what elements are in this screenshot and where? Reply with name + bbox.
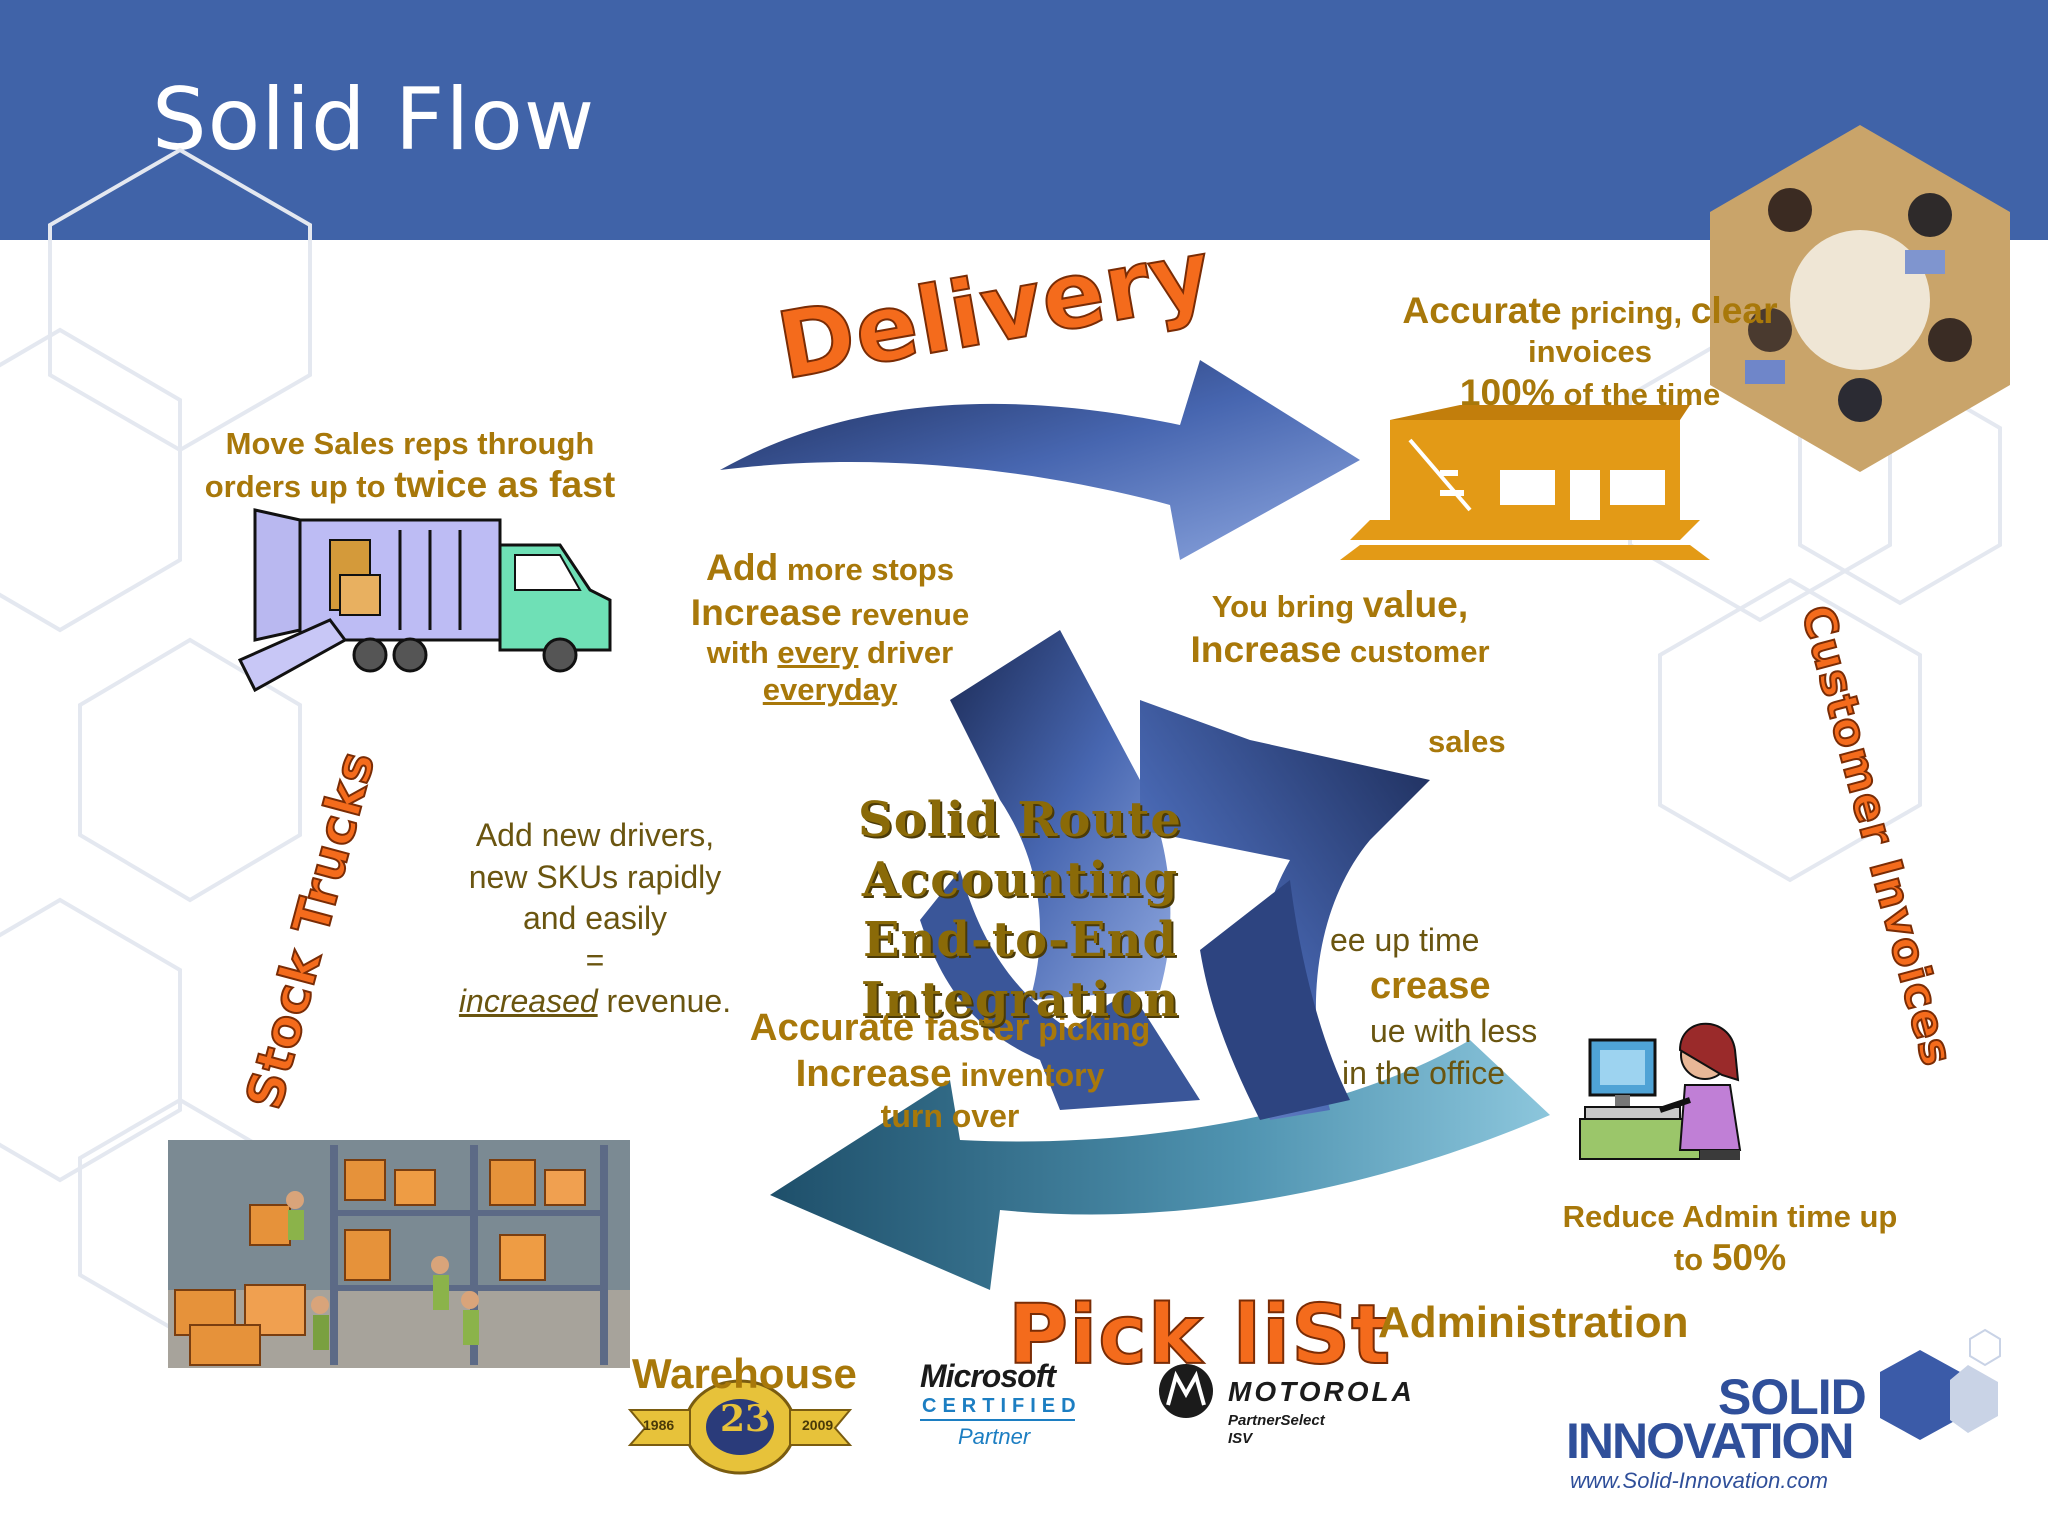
store-illustration bbox=[1340, 405, 1710, 560]
picking-w3: Increase bbox=[795, 1052, 952, 1096]
center-arrow-bottom bbox=[920, 870, 1200, 1110]
more-stops-line1: Add more stops bbox=[650, 545, 1010, 590]
team-photo bbox=[1710, 125, 2010, 472]
solid-innovation-line2: INNOVATION bbox=[1566, 1413, 1854, 1469]
anniversary-seal bbox=[627, 1379, 853, 1475]
slide-title: Solid Flow bbox=[152, 70, 596, 170]
more-stops-text: Add more stops Increase revenue with eve… bbox=[650, 545, 1010, 709]
admin-time-line1: Reduce Admin time up bbox=[1562, 1199, 1898, 1234]
center-title: Solid Route Accounting End-to-End Integr… bbox=[700, 790, 1340, 1030]
value-w1: You bring bbox=[1211, 589, 1363, 624]
center-title-line1: Solid Route Accounting bbox=[858, 792, 1182, 908]
microsoft-certified: CERTIFIED bbox=[922, 1395, 1082, 1417]
free-time-line4: in the office bbox=[1342, 1054, 1506, 1091]
microsoft-name: Microsoft bbox=[920, 1358, 1056, 1394]
more-stops-w7: driver bbox=[858, 635, 954, 671]
anniversary-end-year: 2009 bbox=[802, 1417, 834, 1433]
sales-reps-text: Move Sales reps through orders up to twi… bbox=[150, 425, 670, 507]
picking-line2: Increase inventory bbox=[700, 1051, 1200, 1097]
value-line1: You bring value, bbox=[1150, 582, 1530, 627]
value-w2: value, bbox=[1362, 583, 1469, 625]
pick-list-label: Pick liSt bbox=[1007, 1287, 1392, 1384]
new-drivers-text: Add new drivers, new SKUs rapidly and ea… bbox=[440, 815, 750, 1023]
sales-reps-line1: Move Sales reps through bbox=[225, 426, 595, 461]
title-bar bbox=[0, 0, 2048, 240]
picking-w1: Accurate faster bbox=[749, 1006, 1030, 1049]
administration-label: Administration bbox=[1378, 1298, 1689, 1347]
new-drivers-increased: increased bbox=[458, 983, 598, 1020]
picking-w4: inventory bbox=[951, 1057, 1105, 1094]
warehouse-label: Warehouse bbox=[632, 1350, 857, 1397]
sales-reps-line2: orders up to twice as fast bbox=[150, 462, 670, 507]
free-time-line1: ee up time bbox=[1330, 922, 1480, 958]
picking-text: Accurate faster picking Increase invento… bbox=[700, 1005, 1200, 1136]
more-stops-w4: revenue bbox=[841, 596, 970, 632]
solid-innovation-url[interactable]: www.Solid-Innovation.com bbox=[1570, 1468, 1829, 1493]
value-line2: Increase customer bbox=[1150, 627, 1530, 672]
pricing-line1: Accurate pricing, clear bbox=[1370, 288, 1810, 333]
sales-reps-line2-b: twice as fast bbox=[394, 463, 616, 506]
value-w3: Increase bbox=[1190, 627, 1342, 670]
pricing-w3: clear bbox=[1690, 289, 1778, 331]
pricing-w2: pricing, bbox=[1561, 295, 1691, 330]
free-time-line3: ue with less bbox=[1370, 1012, 1538, 1049]
motorola-name: MOTOROLA bbox=[1228, 1376, 1415, 1407]
pricing-text: Accurate pricing, clear invoices 100% of… bbox=[1370, 288, 1810, 414]
admin-time-line2: to 50% bbox=[1530, 1235, 1930, 1280]
more-stops-w2: more stops bbox=[778, 552, 954, 587]
value-w4: customer bbox=[1341, 633, 1490, 669]
warehouse-illustration bbox=[168, 1140, 630, 1368]
more-stops-everyday: everyday bbox=[762, 672, 898, 708]
picking-line3: turn over bbox=[880, 1098, 1020, 1135]
sales-reps-line2-a: orders up to bbox=[204, 469, 395, 505]
more-stops-line3: with every driver bbox=[650, 634, 1010, 671]
picking-line1: Accurate faster picking bbox=[700, 1005, 1200, 1051]
motorola-logo-icon bbox=[1159, 1364, 1213, 1418]
value-sales-text: sales bbox=[1428, 724, 1506, 759]
free-time-text: ee up time crease ue with less in the of… bbox=[1300, 920, 1560, 1094]
more-stops-w3: Increase bbox=[690, 590, 842, 633]
pricing-w4: 100% bbox=[1459, 370, 1555, 413]
motorola-sub2: ISV bbox=[1228, 1430, 1253, 1447]
value-text: You bring value, Increase customer bbox=[1150, 582, 1530, 671]
microsoft-partner: Partner bbox=[958, 1424, 1031, 1449]
delivery-truck-illustration bbox=[237, 508, 612, 693]
new-drivers-line2: new SKUs rapidly bbox=[468, 858, 722, 895]
picking-w2: picking bbox=[1029, 1011, 1151, 1047]
admin-time-text: Reduce Admin time up to 50% bbox=[1530, 1198, 1930, 1280]
center-arrow-left bbox=[1200, 880, 1350, 1120]
new-drivers-line5: increased revenue. bbox=[440, 981, 750, 1023]
delivery-arrow bbox=[720, 360, 1360, 560]
solid-innovation-logo-cube bbox=[1880, 1328, 2001, 1440]
more-stops-w6: every bbox=[777, 635, 859, 671]
more-stops-line2: Increase revenue bbox=[650, 590, 1010, 635]
new-drivers-revenue: revenue. bbox=[597, 983, 732, 1020]
admin-time-w3: 50% bbox=[1711, 1236, 1787, 1279]
new-drivers-line3: and easily bbox=[522, 900, 668, 937]
center-arrow-top bbox=[950, 630, 1171, 1000]
admin-time-w2: to bbox=[1673, 1242, 1712, 1278]
pricing-w1: Accurate bbox=[1402, 289, 1562, 331]
pricing-line3: 100% of the time bbox=[1370, 370, 1810, 415]
anniversary-start-year: 1986 bbox=[643, 1417, 675, 1433]
office-worker-illustration bbox=[1579, 1022, 1742, 1160]
more-stops-w1: Add bbox=[705, 546, 779, 588]
free-time-line2: crease bbox=[1370, 964, 1491, 1007]
pricing-w5: of the time bbox=[1554, 376, 1721, 412]
pick-list-arrow bbox=[770, 1040, 1550, 1290]
new-drivers-line1: Add new drivers, bbox=[475, 817, 715, 853]
anniversary-number: 23 bbox=[720, 1398, 771, 1440]
solid-innovation-line1: SOLID bbox=[1718, 1369, 1867, 1425]
new-drivers-line4: = bbox=[585, 941, 605, 978]
pricing-line2: invoices bbox=[1527, 333, 1653, 369]
more-stops-line4: everyday bbox=[650, 671, 1010, 708]
center-title-line2: End-to-End Integration bbox=[860, 912, 1180, 1028]
more-stops-w5: with bbox=[706, 635, 778, 671]
motorola-sub1: PartnerSelect bbox=[1228, 1412, 1325, 1429]
